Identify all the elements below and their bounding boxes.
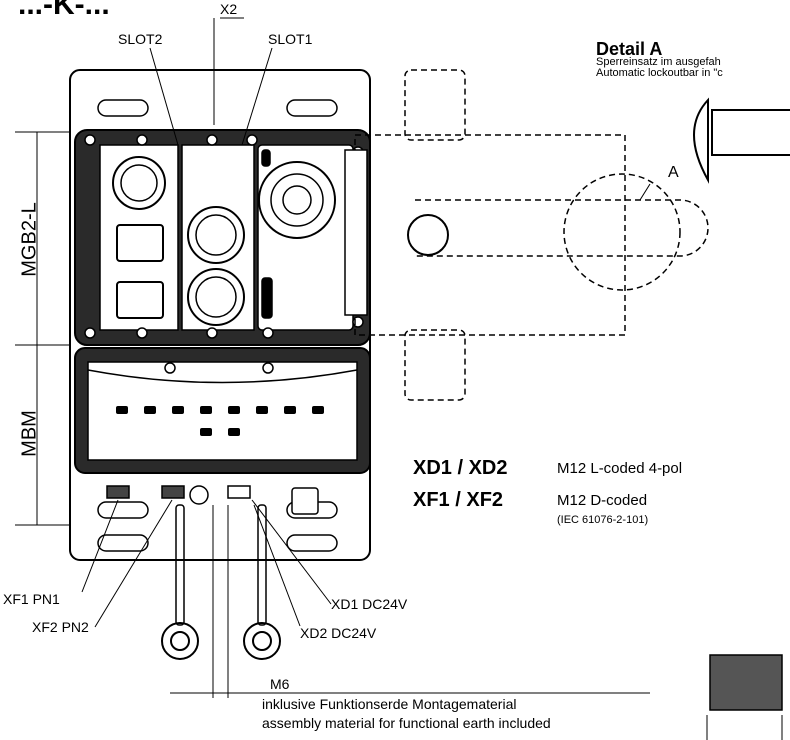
label-slot2: SLOT2 [118, 31, 163, 47]
label-xf2: XF2 PN2 [32, 619, 89, 635]
spec-desc-xd: M12 L-coded 4-pol [557, 460, 683, 477]
spec-ports-xd: XD1 / XD2 [413, 457, 508, 479]
emergency-stop-icon [112, 156, 166, 210]
label-window [116, 224, 164, 262]
product-thumbnail [709, 654, 783, 711]
screw-icon [84, 327, 96, 339]
detail-line-de: Sperreinsatz im ausgefah [596, 56, 721, 68]
label-x2: X2 [220, 1, 238, 17]
dimension-mbm [15, 345, 70, 526]
connector-xf2 [161, 485, 185, 499]
pushbutton-icon [187, 268, 245, 326]
slot2-panel [99, 144, 179, 331]
lock-knob-icon [258, 161, 336, 239]
screw-icon [206, 327, 218, 339]
detail-a-sketch [693, 97, 709, 184]
label-xd1: XD1 DC24V [331, 596, 408, 612]
connector-xf1 [106, 485, 130, 499]
slot1-panel [181, 144, 255, 331]
earth-terminal-icon [189, 485, 209, 505]
screw-icon [136, 134, 148, 146]
screw-icon [164, 362, 176, 374]
screw-icon [84, 134, 96, 146]
dimension-mgb2l [15, 131, 70, 346]
label-xd2: XD2 DC24V [300, 625, 377, 641]
status-led-row [116, 406, 324, 436]
header-fragment: ...-K-... [18, 0, 110, 21]
detail-a-circle [563, 173, 681, 291]
spec-desc-xf: M12 D-coded [557, 492, 648, 509]
pushbutton-icon [187, 206, 245, 264]
label-m6: M6 [270, 676, 290, 692]
label-mgb2l: MGB2-L [18, 202, 41, 277]
footer-note-de: inklusive Funktionserde Montagematerial [262, 696, 517, 712]
dimension-m6 [170, 505, 650, 698]
screw-icon [262, 327, 274, 339]
earth-strap-right [257, 504, 267, 626]
spec-ports-xf: XF1 / XF2 [413, 489, 504, 511]
screw-icon [262, 362, 274, 374]
spec-note-xf: (IEC 61076-2-101) [557, 514, 649, 526]
handle-pivot-icon [407, 214, 449, 256]
screw-icon [136, 327, 148, 339]
detail-title: Detail A [596, 39, 663, 59]
footer-note-en: assembly material for functional earth i… [262, 715, 551, 731]
led-bar [261, 277, 273, 319]
label-slot1: SLOT1 [268, 31, 313, 47]
leader-lines [81, 17, 651, 628]
earth-strap-left [175, 504, 185, 626]
earth-ring-right [243, 622, 281, 660]
earth-ring-left [161, 622, 199, 660]
mounting-slot-bottom-left [97, 501, 149, 519]
led-bar [261, 149, 271, 167]
label-xf1: XF1 PN1 [3, 591, 60, 607]
connector-xd1 [291, 487, 319, 515]
label-a: A [668, 164, 679, 181]
connector-xd2 [227, 485, 251, 499]
mounting-slot-bottom-left-2 [97, 534, 149, 552]
label-mbm: MBM [18, 410, 41, 457]
detail-line-en: Automatic lockoutbar in "c [596, 67, 723, 79]
screw-icon [246, 134, 258, 146]
mounting-slot-top-left [97, 99, 149, 117]
label-window [116, 281, 164, 319]
screw-icon [206, 134, 218, 146]
mounting-slot-bottom-right-2 [286, 534, 338, 552]
mounting-slot-top-right [286, 99, 338, 117]
